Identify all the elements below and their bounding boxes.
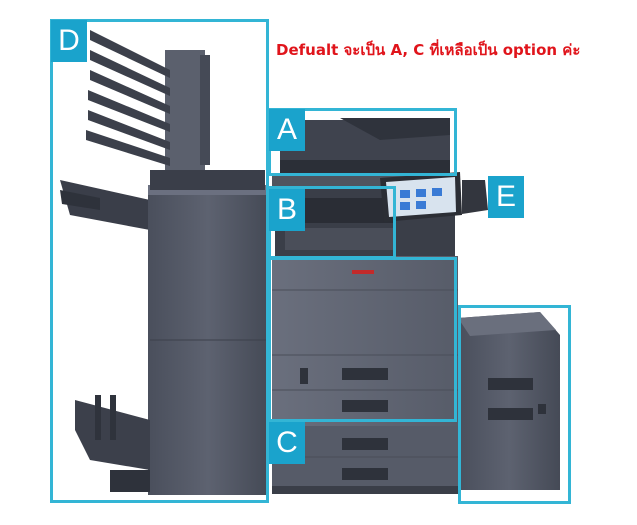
label-c-badge: C <box>269 422 305 464</box>
side-feeder <box>458 312 560 490</box>
finisher-unit <box>60 30 268 495</box>
copier-main-body <box>272 118 458 494</box>
zone-c-frame <box>268 257 457 422</box>
zone-d-frame <box>50 19 269 503</box>
label-b-badge: B <box>269 189 305 231</box>
control-panel <box>380 172 488 222</box>
label-a-badge: A <box>269 109 305 151</box>
label-e-badge: E <box>488 176 524 218</box>
default-option-note: Defualt จะเป็น A, C ที่เหลือเป็น option … <box>276 41 581 59</box>
zone-e-frame <box>458 305 571 504</box>
label-d-badge: D <box>51 20 87 62</box>
